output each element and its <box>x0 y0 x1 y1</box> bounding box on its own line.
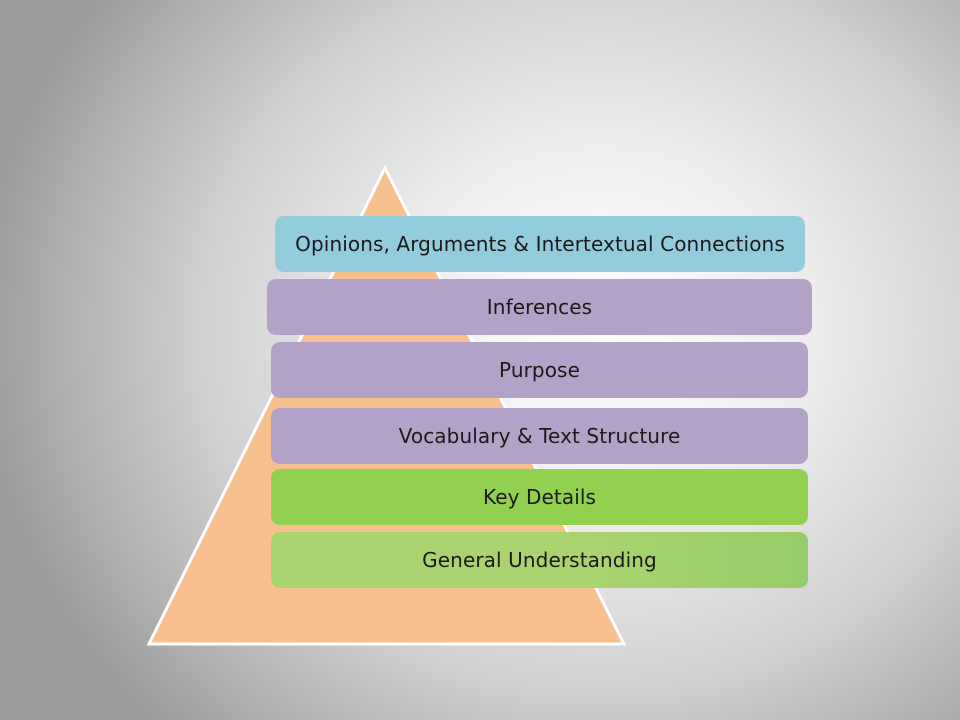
level-label: Inferences <box>486 295 593 319</box>
level-opinions-arguments[interactable]: Opinions, Arguments & Intertextual Conne… <box>275 216 805 272</box>
level-purpose[interactable]: Purpose <box>271 342 808 398</box>
level-label: Purpose <box>499 358 580 382</box>
pyramid-shape <box>146 164 627 646</box>
level-label: Opinions, Arguments & Intertextual Conne… <box>295 232 785 256</box>
level-key-details[interactable]: Key Details <box>271 469 808 525</box>
level-inferences[interactable]: Inferences <box>267 279 812 335</box>
level-label: Vocabulary & Text Structure <box>398 424 681 448</box>
level-vocabulary-text-structure[interactable]: Vocabulary & Text Structure <box>271 408 808 464</box>
level-label: Key Details <box>482 485 597 509</box>
level-label: General Understanding <box>422 548 657 572</box>
level-general-understanding[interactable]: General Understanding <box>271 532 808 588</box>
